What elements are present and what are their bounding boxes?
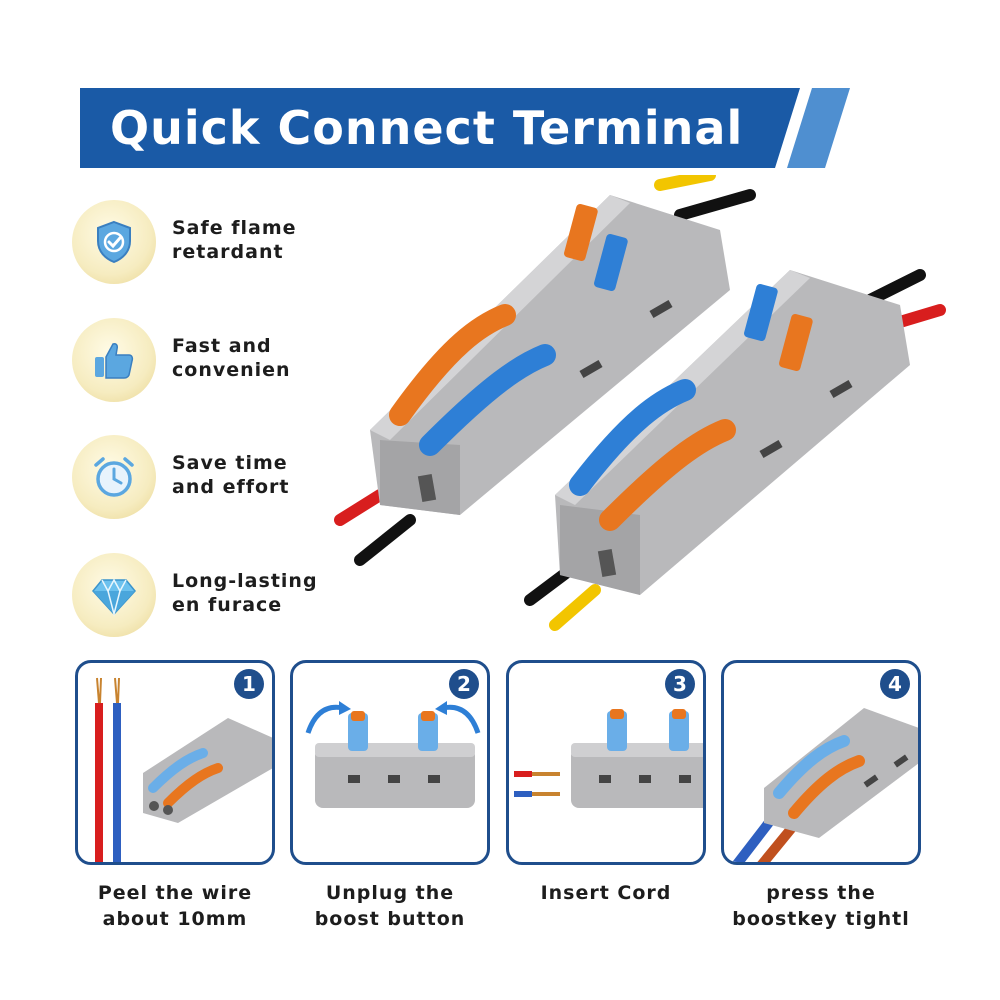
step-card-3: 3: [506, 660, 706, 865]
feature-badge: [72, 200, 156, 284]
step-2-illustration: [305, 701, 481, 808]
caption-line1: Unplug the: [325, 882, 455, 904]
caption-line1: Insert Cord: [540, 882, 672, 904]
step-4-illustration: [732, 708, 918, 862]
feature-save-time: Save time and effort: [72, 435, 362, 519]
title-banner: Quick Connect Terminal: [80, 88, 850, 168]
caption-line2: boostkey tightl: [732, 908, 910, 930]
product-illustration: [334, 175, 946, 631]
step-1-illustration: [95, 677, 272, 862]
feature-flame-retardant: Safe flame retardant: [72, 200, 362, 284]
feature-fast-convenient: Fast and convenien: [72, 318, 362, 402]
step-number-badge: 2: [449, 669, 479, 699]
feature-badge: [72, 553, 156, 637]
step-number-badge: 3: [665, 669, 695, 699]
step-card-1: 1: [75, 660, 275, 865]
caption-line1: press the: [766, 882, 876, 904]
step-caption-3: Insert Cord: [496, 880, 716, 906]
connector-illustration: [334, 175, 756, 566]
caption-line2: about 10mm: [102, 908, 248, 930]
step-card-4: 4: [721, 660, 921, 865]
step-number-badge: 4: [880, 669, 910, 699]
connector-illustration: [524, 269, 946, 631]
feature-line2: retardant: [172, 241, 284, 263]
feature-line1: Safe flame: [172, 217, 297, 239]
step-caption-1: Peel the wire about 10mm: [65, 880, 285, 932]
caption-line1: Peel the wire: [97, 882, 253, 904]
step-caption-2: Unplug the boost button: [280, 880, 500, 932]
feature-line1: Fast and: [172, 335, 272, 357]
banner-shape: [80, 88, 850, 168]
feature-long-lasting: Long-lasting en furace: [72, 553, 362, 637]
diamond-icon: [92, 578, 136, 617]
feature-line2: en furace: [172, 594, 283, 616]
step-caption-4: press the boostkey tightl: [711, 880, 931, 932]
step-card-2: 2: [290, 660, 490, 865]
step-number-badge: 1: [234, 669, 264, 699]
page-title: Quick Connect Terminal: [110, 101, 744, 155]
feature-badge: [72, 435, 156, 519]
feature-line1: Save time: [172, 452, 288, 474]
caption-line2: boost button: [314, 908, 466, 930]
feature-line1: Long-lasting: [172, 570, 318, 592]
thumbs-up-icon: [95, 343, 134, 379]
feature-badge: [72, 318, 156, 402]
alarm-clock-icon: [94, 457, 134, 497]
feature-line2: and effort: [172, 476, 290, 498]
feature-line2: convenien: [172, 359, 291, 381]
shield-check-icon: [97, 220, 131, 264]
step-3-illustration: [514, 709, 703, 808]
